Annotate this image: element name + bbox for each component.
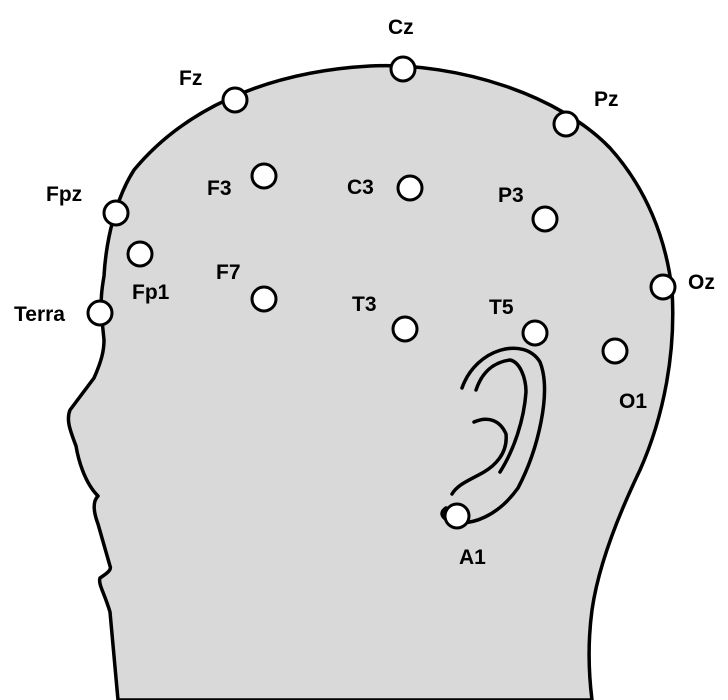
label-fp1: Fp1 xyxy=(132,281,170,304)
electrode-a1 xyxy=(445,504,469,528)
electrode-fpz xyxy=(104,201,128,225)
label-fz: Fz xyxy=(179,67,202,90)
electrode-f3 xyxy=(252,164,276,188)
electrode-fp1 xyxy=(128,242,152,266)
label-a1: A1 xyxy=(459,546,486,569)
electrode-t3 xyxy=(393,317,417,341)
electrode-terra xyxy=(88,301,112,325)
label-t3: T3 xyxy=(352,293,377,316)
electrode-o1 xyxy=(603,339,627,363)
label-c3: C3 xyxy=(347,176,374,199)
head-silhouette xyxy=(68,66,672,700)
electrode-fz xyxy=(223,88,247,112)
label-o1: O1 xyxy=(619,390,647,413)
label-oz: Oz xyxy=(688,271,715,294)
label-cz: Cz xyxy=(388,16,414,39)
electrode-p3 xyxy=(533,207,557,231)
electrode-f7 xyxy=(252,287,276,311)
electrode-c3 xyxy=(398,176,422,200)
electrode-cz xyxy=(391,57,415,81)
label-terra: Terra xyxy=(14,303,65,326)
label-f3: F3 xyxy=(207,177,232,200)
label-p3: P3 xyxy=(498,184,524,207)
label-f7: F7 xyxy=(216,261,241,284)
electrode-pz xyxy=(554,112,578,136)
label-fpz: Fpz xyxy=(46,183,82,206)
electrode-oz xyxy=(651,275,675,299)
label-pz: Pz xyxy=(594,88,619,111)
electrode-t5 xyxy=(523,321,547,345)
label-t5: T5 xyxy=(489,296,514,319)
